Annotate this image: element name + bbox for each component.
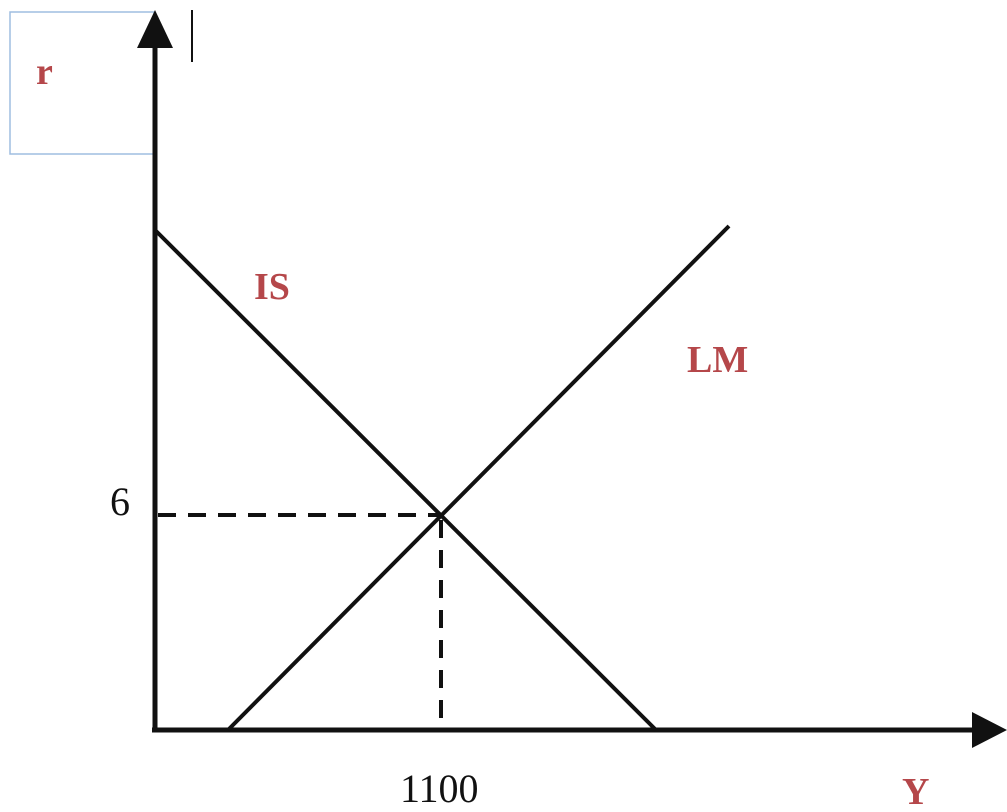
equilibrium-r-value: 6 [110,479,130,524]
equilibrium-y-value: 1100 [400,766,479,811]
y-axis-label: r [36,51,53,93]
is-curve-label: IS [254,266,290,308]
lm-curve-label: LM [687,339,748,381]
lm-curve [226,224,731,732]
y-axis-arrowhead [137,10,173,48]
x-axis-label: Y [902,771,929,812]
y-axis-label-box [9,11,155,155]
is-curve [153,228,658,732]
x-axis-arrowhead [972,712,1007,748]
